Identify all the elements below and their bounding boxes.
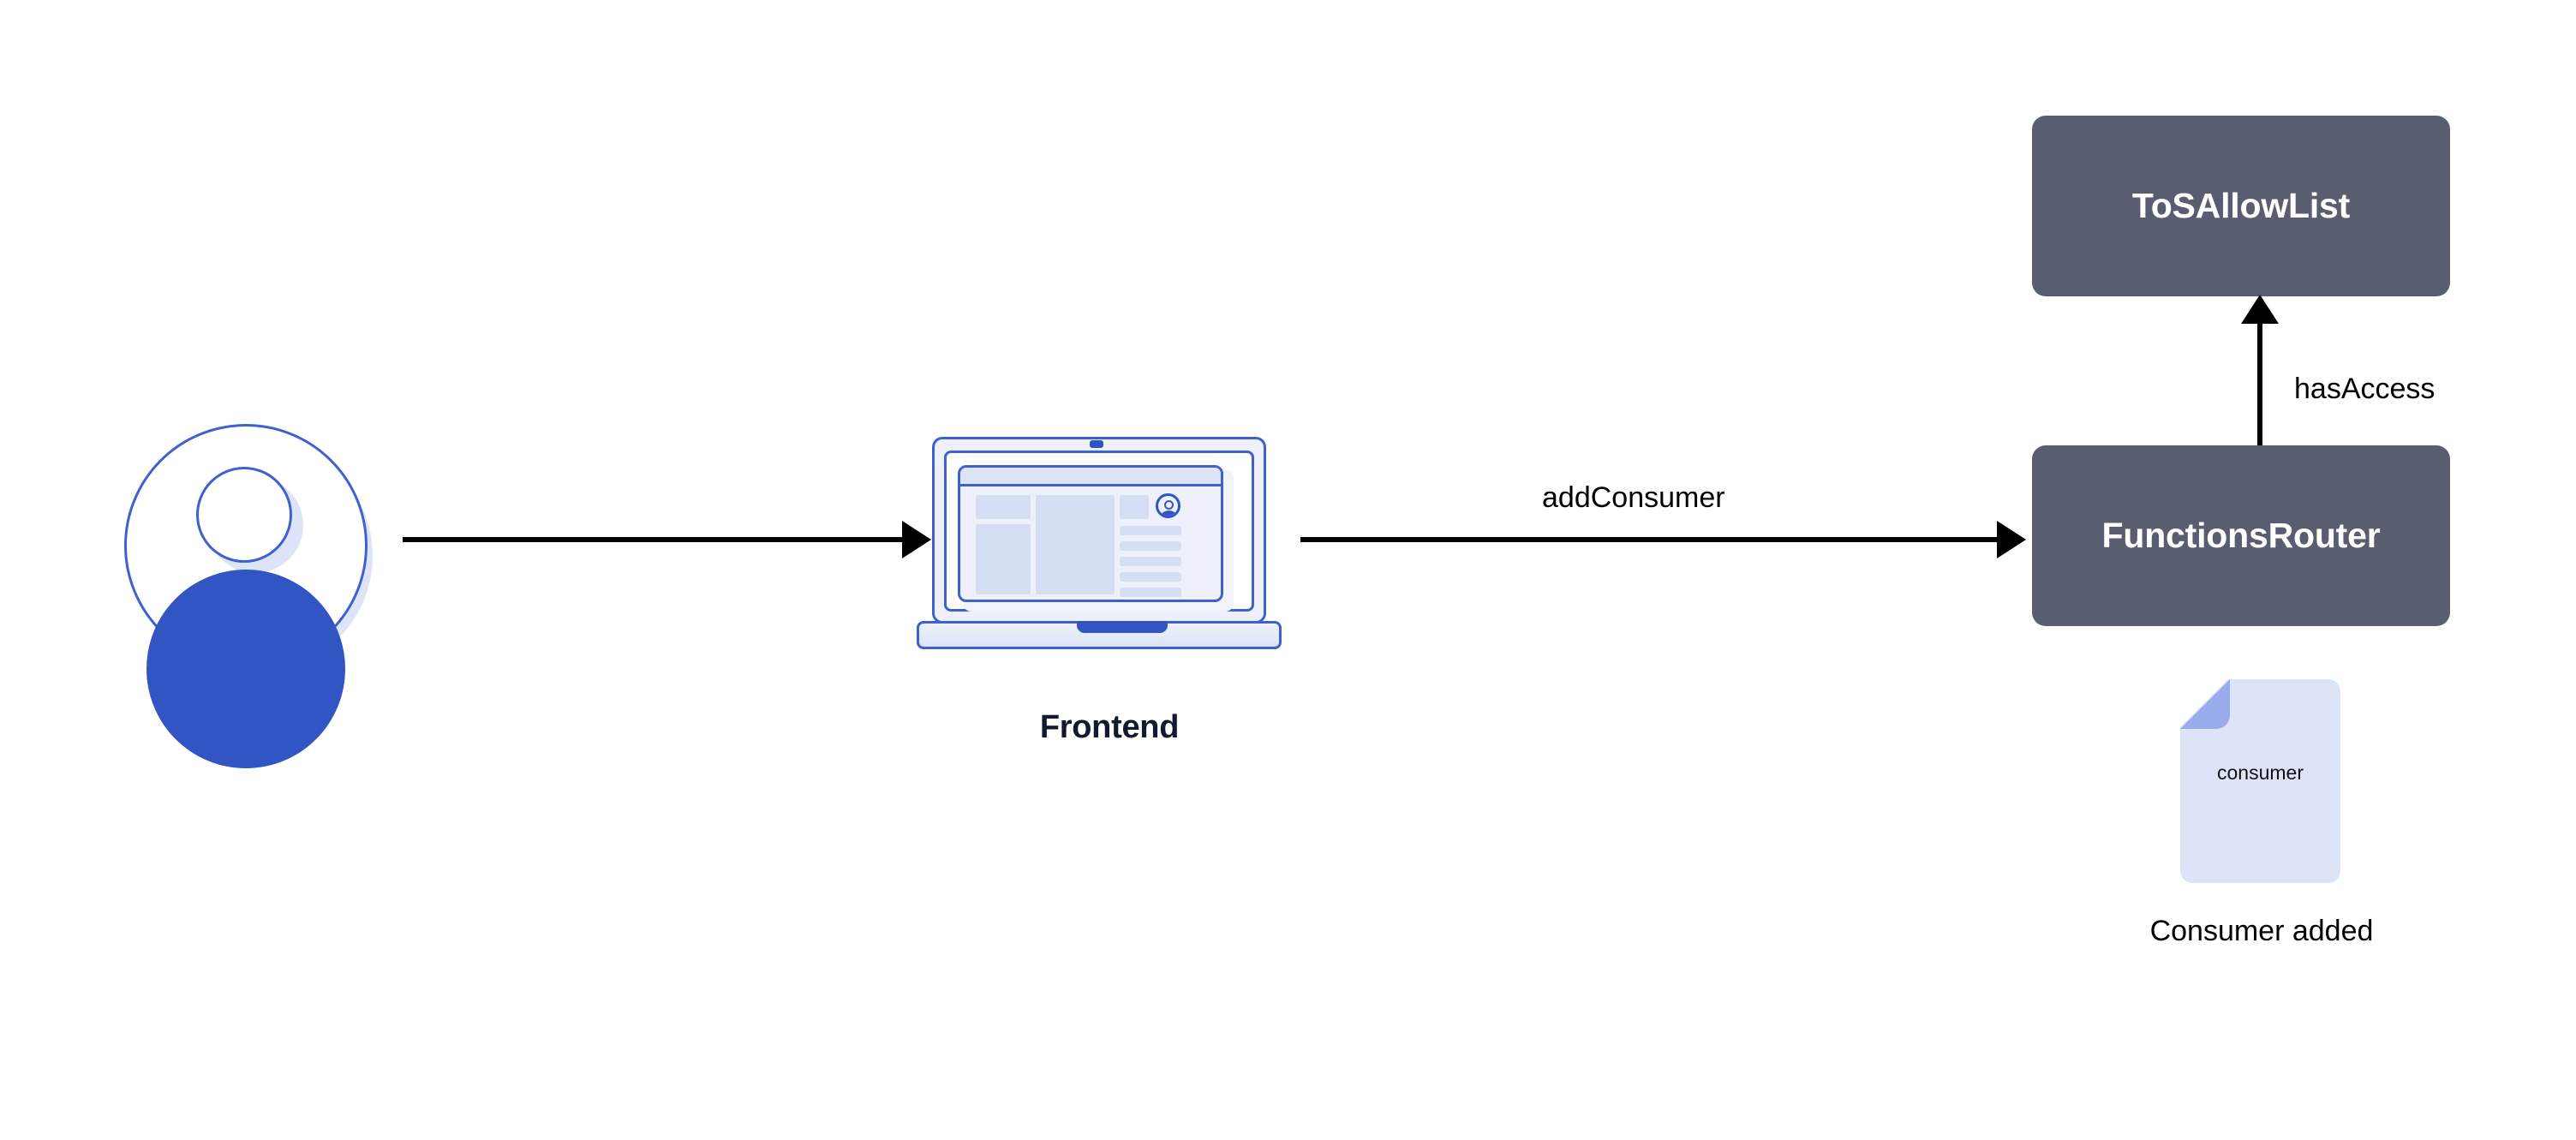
- consumer-added-caption: Consumer added: [2149, 915, 2374, 947]
- avatar-shoulders: [146, 570, 345, 768]
- screen-user-avatar-icon: [1156, 493, 1180, 518]
- screen-avatar-shoulders: [1159, 510, 1178, 516]
- edge-label-add-consumer: addConsumer: [1542, 481, 1725, 514]
- screen-panel-sidebar-bottom: [976, 524, 1031, 594]
- tos-allow-list-node[interactable]: ToSAllowList: [2032, 116, 2450, 296]
- screen-panel-main: [1036, 495, 1115, 594]
- avatar-head: [196, 467, 292, 563]
- arrow-head-up-icon: [2241, 295, 2279, 324]
- laptop-notch: [1077, 621, 1168, 633]
- screen-text-line: [1120, 526, 1181, 535]
- screen-text-line: [1120, 572, 1181, 582]
- functions-router-label: FunctionsRouter: [2101, 516, 2381, 555]
- arrow-head-right-icon: [902, 521, 931, 558]
- document-label: consumer: [2217, 761, 2304, 784]
- screen-text-line: [1120, 588, 1181, 597]
- screen-panel-sidebar-top: [976, 495, 1031, 519]
- functions-router-node[interactable]: FunctionsRouter: [2032, 445, 2450, 626]
- eoa-node[interactable]: [124, 424, 373, 768]
- frontend-node[interactable]: [917, 437, 1296, 660]
- frontend-label: Frontend: [1039, 709, 1180, 745]
- screen-text-line: [1120, 541, 1181, 551]
- consumer-document-node[interactable]: consumer: [2180, 679, 2340, 883]
- arrow-shaft: [2257, 319, 2262, 448]
- tos-allow-list-label: ToSAllowList: [2131, 186, 2351, 225]
- arrow-shaft: [1300, 537, 1999, 542]
- arrow-shaft: [403, 537, 904, 542]
- edge-label-has-access: hasAccess: [2294, 373, 2436, 405]
- laptop-screen: [958, 465, 1223, 602]
- screen-panel-right-top: [1120, 495, 1149, 519]
- screen-avatar-head: [1164, 500, 1174, 510]
- webcam-icon: [1090, 440, 1103, 448]
- browser-titlebar: [960, 468, 1221, 486]
- screen-text-line: [1120, 557, 1181, 566]
- arrow-head-right-icon: [1997, 521, 2026, 558]
